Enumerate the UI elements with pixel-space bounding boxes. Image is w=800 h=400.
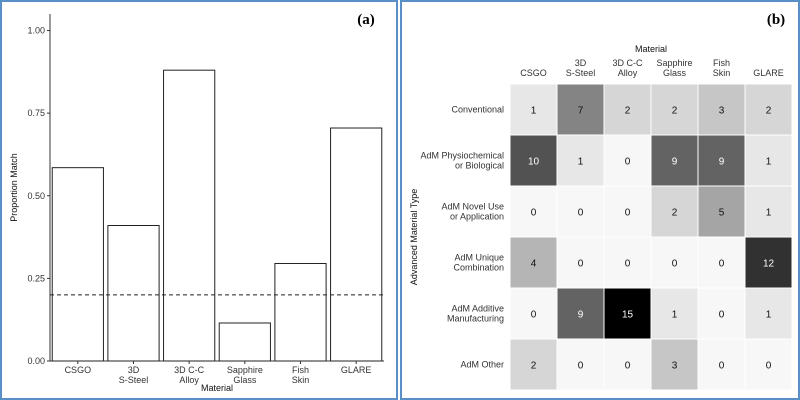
heatmap-cell	[603, 338, 652, 391]
cell-value: 0	[672, 259, 678, 270]
cell-value: 3	[719, 106, 725, 117]
heatmap-cell	[509, 338, 558, 391]
cell-value: 0	[578, 208, 584, 219]
y-tick-label: 0.00	[27, 356, 45, 366]
cell-value: 3	[672, 361, 678, 372]
cell-value: 2	[672, 106, 678, 117]
cell-value: 1	[578, 157, 584, 168]
cell-value: 12	[763, 259, 775, 270]
bar	[274, 263, 327, 362]
bar	[330, 127, 383, 362]
heatmap-cell	[509, 236, 558, 289]
heatmap-cell	[650, 185, 699, 238]
row-label: Conventional	[451, 105, 504, 115]
cell-value: 2	[766, 106, 772, 117]
column-label: CSGO	[520, 68, 547, 78]
heatmap-cell	[744, 236, 793, 289]
heatmap-cell	[697, 83, 746, 136]
cell-value: 1	[766, 208, 772, 219]
cell-value: 4	[531, 259, 537, 270]
y-tick-label: 0.25	[27, 273, 45, 283]
cell-value: 0	[766, 361, 772, 372]
cell-value: 0	[719, 259, 725, 270]
cell-value: 0	[578, 259, 584, 270]
cell-value: 2	[531, 361, 537, 372]
heatmap-cell	[744, 338, 793, 391]
bar	[218, 322, 271, 362]
heatmap-cell	[556, 185, 605, 238]
heatmap-cell	[603, 185, 652, 238]
heatmap-cell	[556, 287, 605, 340]
heatmap-cell	[603, 134, 652, 187]
heatmap-cell	[697, 185, 746, 238]
cell-value: 0	[625, 157, 631, 168]
panel-label: (a)	[357, 12, 375, 28]
panel-label: (b)	[767, 12, 785, 28]
heatmap-cell	[650, 287, 699, 340]
cell-value: 0	[578, 361, 584, 372]
heatmap-cell	[650, 338, 699, 391]
heatmap-cell	[509, 134, 558, 187]
y-tick-label: 1.00	[27, 26, 45, 36]
row-label: AdM Other	[460, 360, 504, 370]
x-axis-title: Material	[201, 383, 233, 393]
heatmap-cell	[697, 134, 746, 187]
cell-value: 9	[578, 310, 584, 321]
heatmap-cell	[556, 338, 605, 391]
y-axis-title: Proportion Match	[9, 153, 19, 222]
cell-value: 0	[531, 208, 537, 219]
bar	[163, 69, 216, 362]
cell-value: 9	[719, 157, 725, 168]
bar	[51, 167, 104, 362]
cell-value: 2	[625, 106, 631, 117]
cell-value: 7	[578, 106, 584, 117]
heatmap-cell	[744, 287, 793, 340]
y-tick-label: 0.50	[27, 191, 45, 201]
bar	[107, 225, 160, 362]
column-label: GLARE	[753, 68, 784, 78]
cell-value: 1	[766, 157, 772, 168]
cell-value: 0	[625, 208, 631, 219]
cell-value: 0	[719, 361, 725, 372]
heatmap-cell	[697, 338, 746, 391]
cell-value: 0	[625, 361, 631, 372]
x-tick-label: GLARE	[341, 365, 372, 375]
x-axis-title: Material	[635, 44, 667, 54]
heatmap-cell	[603, 83, 652, 136]
x-tick-label: CSGO	[65, 365, 92, 375]
heatmap-cell	[509, 287, 558, 340]
cell-value: 10	[528, 157, 540, 168]
heatmap-cell	[556, 236, 605, 289]
cell-value: 15	[622, 310, 634, 321]
y-tick-label: 0.75	[27, 108, 45, 118]
cell-value: 0	[719, 310, 725, 321]
cell-value: 2	[672, 208, 678, 219]
cell-value: 0	[625, 259, 631, 270]
cell-value: 5	[719, 208, 725, 219]
cell-value: 1	[672, 310, 678, 321]
cell-value: 0	[531, 310, 537, 321]
cell-value: 1	[531, 106, 537, 117]
y-axis-title: Advanced Material Type	[409, 189, 419, 285]
heatmap-cell	[744, 185, 793, 238]
heatmap-cell	[509, 185, 558, 238]
cell-value: 9	[672, 157, 678, 168]
cell-value: 1	[766, 310, 772, 321]
